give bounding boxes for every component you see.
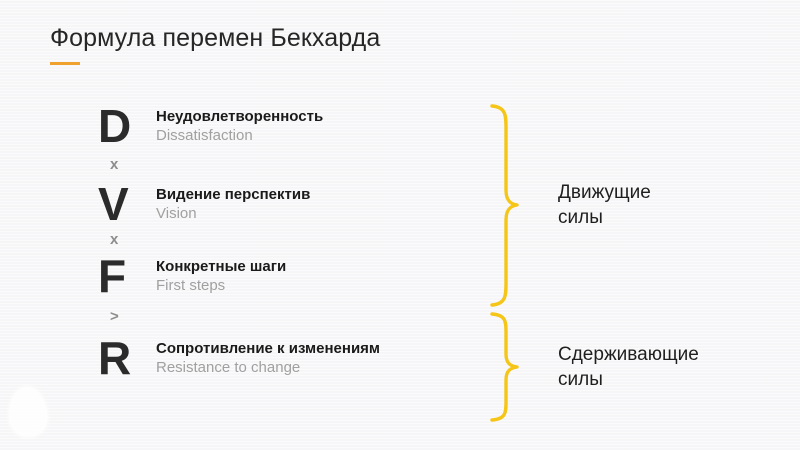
formula-column: D Неудовлетворенность Dissatisfaction x … [98,100,380,384]
formula-row-f: F Конкретные шаги First steps [98,250,286,302]
formula-text-d: Неудовлетворенность Dissatisfaction [156,104,323,146]
formula-label-en-d: Dissatisfaction [156,127,253,144]
formula-label-ru-v: Видение перспектив [156,186,311,203]
brace-driving-forces [490,104,519,307]
title-block: Формула перемен Бекхарда [50,24,380,65]
group-label-restraining-forces: Сдерживающие силы [558,342,699,392]
formula-text-f: Конкретные шаги First steps [156,254,286,296]
group-braces-column: Движущие силы Сдерживающие силы [470,0,800,450]
formula-label-en-f: First steps [156,277,226,294]
formula-glyph-d: D [98,100,131,152]
group-label-restraining-line1: Сдерживающие [558,344,699,365]
group-label-restraining-line2: силы [558,369,603,390]
page-title: Формула перемен Бекхарда [50,24,381,52]
formula-text-v: Видение перспектив Vision [156,182,310,224]
formula-label-ru-r: Сопротивление к изменениям [156,340,381,357]
formula-row-v: V Видение перспектив Vision [98,178,310,230]
formula-operator-2: x [110,231,119,248]
formula-glyph-f: F [98,250,126,302]
formula-operator-3: > [110,308,119,325]
group-label-driving-line2: силы [558,207,603,228]
formula-label-ru-d: Неудовлетворенность [156,108,324,125]
formula-label-en-r: Resistance to change [156,359,301,376]
formula-text-r: Сопротивление к изменениям Resistance to… [156,336,380,378]
formula-row-d: D Неудовлетворенность Dissatisfaction [98,100,323,152]
brace-restraining-forces [490,312,519,422]
title-accent-rule [50,62,80,65]
brace-group-svg [490,104,519,422]
group-label-driving-forces: Движущие силы [558,180,651,230]
group-label-driving-line1: Движущие [558,182,651,203]
formula-label-en-v: Vision [156,205,197,222]
formula-glyph-r: R [98,332,131,384]
formula-glyph-v: V [98,178,129,230]
formula-label-ru-f: Конкретные шаги [156,258,287,275]
formula-row-r: R Сопротивление к изменениям Resistance … [98,332,380,384]
formula-operator-1: x [110,156,119,173]
